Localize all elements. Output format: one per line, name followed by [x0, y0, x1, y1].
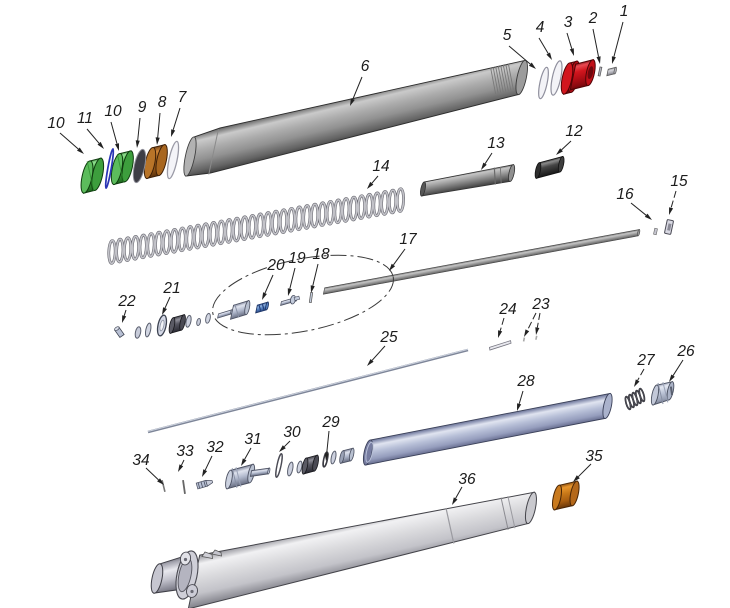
- svg-text:2: 2: [588, 10, 598, 27]
- svg-text:25: 25: [379, 329, 398, 346]
- svg-text:17: 17: [399, 231, 418, 248]
- svg-text:23: 23: [531, 296, 550, 313]
- svg-text:10: 10: [104, 103, 122, 120]
- svg-text:33: 33: [176, 443, 194, 460]
- svg-text:19: 19: [288, 250, 306, 267]
- svg-text:27: 27: [636, 352, 656, 369]
- svg-text:13: 13: [487, 135, 505, 152]
- svg-text:30: 30: [283, 424, 301, 441]
- svg-text:29: 29: [321, 414, 340, 431]
- svg-text:1: 1: [620, 3, 629, 20]
- svg-text:11: 11: [77, 110, 93, 127]
- svg-text:35: 35: [585, 448, 603, 465]
- svg-text:34: 34: [132, 452, 150, 469]
- svg-text:18: 18: [312, 246, 330, 263]
- svg-text:12: 12: [565, 123, 583, 140]
- svg-text:20: 20: [266, 257, 285, 274]
- svg-text:9: 9: [138, 99, 147, 116]
- svg-text:7: 7: [178, 89, 188, 106]
- svg-text:5: 5: [503, 27, 512, 44]
- svg-text:21: 21: [162, 280, 180, 297]
- svg-text:16: 16: [616, 186, 634, 203]
- svg-text:22: 22: [117, 293, 136, 310]
- svg-text:15: 15: [670, 173, 688, 190]
- svg-text:3: 3: [564, 14, 573, 31]
- svg-text:8: 8: [158, 94, 167, 111]
- svg-text:36: 36: [458, 471, 476, 488]
- svg-text:6: 6: [361, 58, 370, 75]
- svg-text:26: 26: [676, 343, 695, 360]
- svg-text:10: 10: [47, 115, 65, 132]
- svg-text:28: 28: [516, 373, 535, 390]
- svg-text:4: 4: [536, 19, 545, 36]
- svg-text:32: 32: [206, 439, 224, 456]
- svg-text:14: 14: [372, 158, 390, 175]
- svg-text:31: 31: [244, 431, 261, 448]
- svg-text:24: 24: [498, 301, 517, 318]
